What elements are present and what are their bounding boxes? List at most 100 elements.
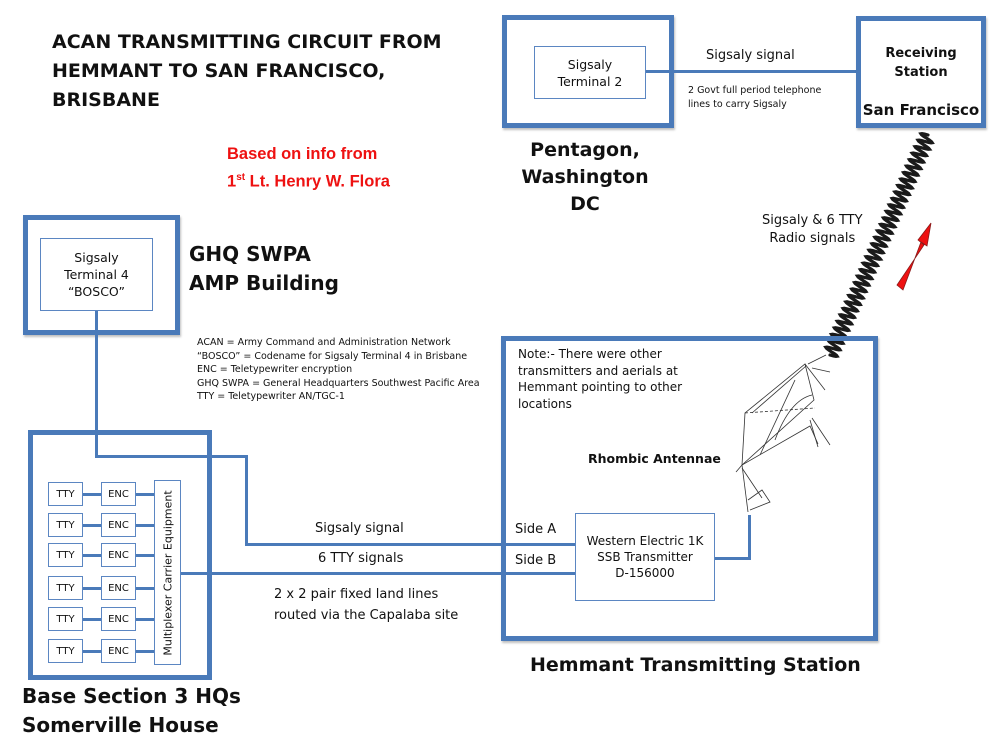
land-lines-note: 2 x 2 pair fixed land lines routed via t… — [274, 584, 458, 626]
tty-box: TTY — [48, 543, 83, 567]
receiving-line-2: Station — [894, 65, 948, 80]
tty-enc-wire — [83, 554, 101, 557]
terminal-4-line-3: “BOSCO” — [67, 284, 126, 299]
ghq-line-2: AMP Building — [189, 271, 339, 295]
radio-wave-icon — [823, 131, 935, 359]
transmitter-antenna-wire — [715, 557, 750, 560]
pentagon-sf-note-2: lines to carry Sigsaly — [688, 98, 787, 110]
land-lines-note-1: 2 x 2 pair fixed land lines — [274, 587, 439, 602]
title-line-3: BRISBANE — [52, 89, 160, 111]
credit-text: Based on info from 1st Lt. Henry W. Flor… — [227, 143, 390, 194]
tty-enc-wire — [83, 493, 101, 496]
enc-mux-wire — [136, 493, 154, 496]
transmitter-line-3: D-156000 — [615, 566, 675, 580]
enc-label: ENC — [108, 519, 129, 531]
enc-label: ENC — [108, 549, 129, 561]
sigsaly-terminal-4: Sigsaly Terminal 4 “BOSCO” — [40, 238, 153, 311]
tty-box: TTY — [48, 639, 83, 663]
terminal-4-drop-wire — [95, 311, 98, 457]
radio-label-line-1: Sigsaly & 6 TTY — [762, 213, 863, 228]
side-b-label: Side B — [515, 553, 557, 568]
tty-label: TTY — [56, 549, 75, 561]
transmitter-line-1: Western Electric 1K — [586, 534, 704, 548]
sigsaly-signal-label: Sigsaly signal — [315, 521, 404, 536]
hemmant-note-3: Hemmant pointing to other — [518, 380, 683, 394]
rhombic-antennae-label: Rhombic Antennae — [588, 451, 721, 466]
enc-mux-wire — [136, 650, 154, 653]
pentagon-line-1: Pentagon, — [530, 139, 640, 161]
enc-box: ENC — [101, 513, 136, 537]
radio-signals-label: Sigsaly & 6 TTY Radio signals — [762, 212, 863, 248]
sigsaly-land-line — [245, 543, 575, 546]
ghq-box — [23, 215, 180, 335]
tty-land-line — [180, 572, 575, 575]
pentagon-line-2: Washington DC — [521, 166, 649, 215]
hemmant-note-2: transmitters and aerials at — [518, 363, 678, 378]
base-section-box — [28, 430, 212, 680]
diagram-title: ACAN TRANSMITTING CIRCUIT FROM HEMMANT T… — [52, 28, 442, 115]
radio-label-line-2: Radio signals — [769, 231, 856, 246]
hemmant-box — [501, 336, 878, 641]
pentagon-location: Pentagon, Washington DC — [505, 137, 665, 218]
hemmant-note-4: locations — [518, 396, 572, 411]
legend-item: “BOSCO” = Codename for Sigsaly Terminal … — [197, 350, 468, 362]
title-line-1: ACAN TRANSMITTING CIRCUIT FROM — [52, 31, 442, 53]
pentagon-sf-label: Sigsaly signal — [706, 48, 795, 63]
transmitter-antenna-wire-vertical — [748, 515, 751, 560]
credit-ordinal-suffix: st — [236, 172, 246, 183]
receiving-station-box — [856, 16, 986, 128]
tty-label: TTY — [56, 645, 75, 657]
enc-box: ENC — [101, 576, 136, 600]
enc-label: ENC — [108, 488, 129, 500]
enc-label: ENC — [108, 645, 129, 657]
legend-item: GHQ SWPA = General Headquarters Southwes… — [197, 377, 480, 389]
credit-line-1: Based on info from — [227, 145, 378, 163]
enc-mux-wire — [136, 524, 154, 527]
enc-box: ENC — [101, 543, 136, 567]
pentagon-sf-note: 2 Govt full period telephone lines to ca… — [688, 84, 821, 111]
enc-mux-wire — [136, 554, 154, 557]
enc-box: ENC — [101, 607, 136, 631]
enc-box: ENC — [101, 482, 136, 506]
ghq-location: GHQ SWPA AMP Building — [189, 240, 339, 298]
enc-box: ENC — [101, 639, 136, 663]
pentagon-sf-note-1: 2 Govt full period telephone — [688, 85, 822, 96]
title-line-2: HEMMANT TO SAN FRANCISCO, — [52, 60, 386, 82]
multiplexer-box: Multiplexer Carrier Equipment — [154, 480, 181, 665]
tty-signals-label: 6 TTY signals — [318, 551, 404, 566]
tty-enc-wire — [83, 650, 101, 653]
ghq-line-1: GHQ SWPA — [189, 242, 311, 266]
enc-mux-wire — [136, 587, 154, 590]
tty-label: TTY — [56, 519, 75, 531]
tty-box: TTY — [48, 607, 83, 631]
hemmant-note: Note:- There were other transmitters and… — [518, 346, 682, 412]
receiving-line-1: Receiving — [885, 46, 957, 61]
credit-name: Lt. Henry W. Flora — [245, 172, 390, 191]
tty-label: TTY — [56, 488, 75, 500]
legend-item: ENC = Teletypewriter encryption — [197, 364, 353, 375]
base-section-line-1: Base Section 3 HQs — [22, 684, 241, 708]
tty-enc-wire — [83, 618, 101, 621]
terminal-2-line-2: Terminal 2 — [557, 73, 623, 89]
credit-ordinal: 1 — [227, 172, 237, 191]
receiving-station-label: Receiving Station — [861, 44, 981, 82]
base-section-location: Base Section 3 HQs Somerville House — [22, 682, 241, 740]
tty-box: TTY — [48, 482, 83, 506]
land-lines-note-2: routed via the Capalaba site — [274, 608, 459, 623]
tty-label: TTY — [56, 613, 75, 625]
red-arrow-icon — [896, 222, 932, 291]
tty-box: TTY — [48, 513, 83, 537]
legend-item: TTY = Teletypewriter AN/TGC-1 — [197, 391, 345, 402]
hemmant-note-1: Note:- There were other — [518, 347, 662, 361]
terminal-4-line-2: Terminal 4 — [64, 267, 129, 282]
pentagon-sf-line — [646, 70, 858, 73]
enc-label: ENC — [108, 613, 129, 625]
sigsaly-route-wire — [95, 455, 247, 458]
sigsaly-terminal-2: Sigsaly Terminal 2 — [534, 46, 646, 99]
enc-label: ENC — [108, 582, 129, 594]
terminal-2-line-1: Sigsaly — [567, 56, 613, 72]
tty-enc-wire — [83, 587, 101, 590]
hemmant-location: Hemmant Transmitting Station — [530, 654, 861, 676]
